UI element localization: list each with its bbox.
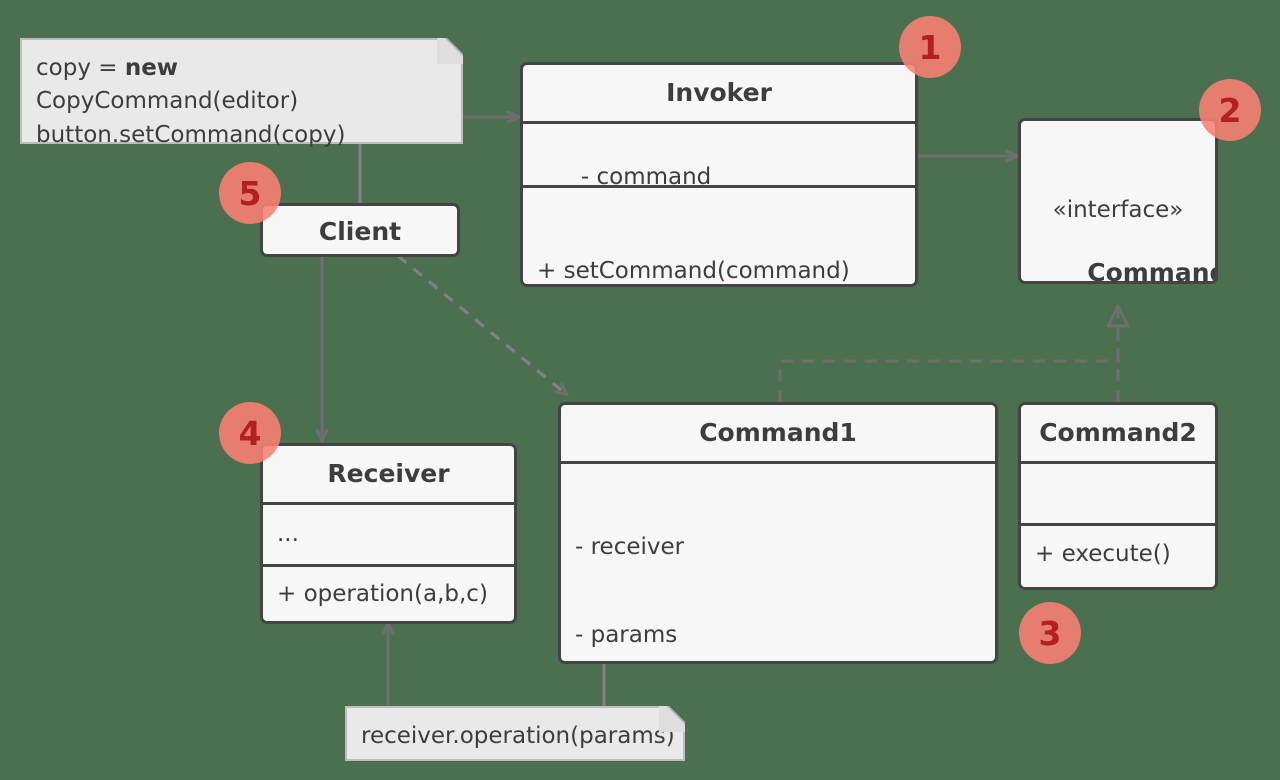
badge-label: 1	[918, 27, 942, 67]
note-line-1: receiver.operation(params)	[361, 723, 675, 749]
class-title-client: Client	[318, 217, 402, 246]
class-box-invoker[interactable]: Invoker - command + setCommand(command) …	[520, 62, 918, 287]
class-attributes-invoker: - command	[523, 121, 915, 190]
attribute-item: - receiver	[575, 533, 685, 560]
attribute-item: - command	[580, 164, 712, 191]
class-attributes-command1: - receiver - params	[561, 461, 995, 661]
class-operations-command2: + execute()	[1021, 523, 1215, 584]
badge-3[interactable]: 3	[1019, 602, 1081, 664]
class-name-command: Command	[1087, 257, 1218, 284]
class-title-invoker: Invoker	[666, 78, 772, 107]
badge-2[interactable]: 2	[1199, 79, 1261, 141]
class-title-command1: Command1	[699, 418, 857, 447]
note-line-2: button.setCommand(copy)	[36, 121, 346, 148]
badge-label: 4	[238, 413, 262, 453]
note-line-1-part-a: copy =	[36, 55, 125, 81]
operation-item: + operation(a,b,c)	[277, 580, 488, 607]
note-line-1: copy = new CopyCommand(editor)	[36, 52, 447, 119]
class-stereotype-interface: «interface»	[1052, 197, 1184, 223]
class-title-command2: Command2	[1039, 418, 1197, 447]
attribute-item: ...	[277, 520, 299, 547]
attribute-item: - params	[575, 622, 678, 649]
class-box-command-interface[interactable]: «interface» Command + execute()	[1018, 118, 1218, 284]
badge-1[interactable]: 1	[899, 16, 961, 78]
link-command1-realizes-command	[778, 306, 1118, 402]
class-title-command: «interface» Command	[1021, 121, 1218, 284]
link-client-to-command1	[396, 254, 566, 394]
class-operations-invoker: + setCommand(command) + executeCommand()	[523, 185, 915, 284]
note-client-code: copy = new CopyCommand(editor) button.se…	[20, 38, 463, 148]
class-box-receiver[interactable]: Receiver ... + operation(a,b,c)	[260, 443, 517, 624]
class-operations-receiver: + operation(a,b,c)	[263, 564, 514, 621]
class-box-client[interactable]: Client	[260, 203, 460, 257]
note-fold-icon	[659, 706, 685, 732]
note-line-1-part-c: CopyCommand(editor)	[36, 88, 299, 115]
note-fold-icon	[437, 38, 463, 64]
class-attributes-receiver: ...	[263, 502, 514, 564]
class-box-command2[interactable]: Command2 + execute()	[1018, 402, 1218, 590]
badge-label: 3	[1038, 613, 1062, 653]
badge-4[interactable]: 4	[219, 402, 281, 464]
badge-5[interactable]: 5	[219, 162, 281, 224]
note-keyword-new: new	[124, 55, 179, 81]
operation-item: + execute()	[1035, 541, 1171, 568]
badge-label: 5	[238, 173, 262, 213]
class-attributes-command2	[1021, 461, 1215, 523]
note-receiver-call: receiver.operation(params)	[345, 706, 685, 761]
class-title-receiver: Receiver	[327, 459, 450, 488]
badge-label: 2	[1218, 90, 1242, 130]
class-box-command1[interactable]: Command1 - receiver - params + Command1(…	[558, 402, 998, 664]
operation-item: + setCommand(command)	[537, 257, 850, 284]
